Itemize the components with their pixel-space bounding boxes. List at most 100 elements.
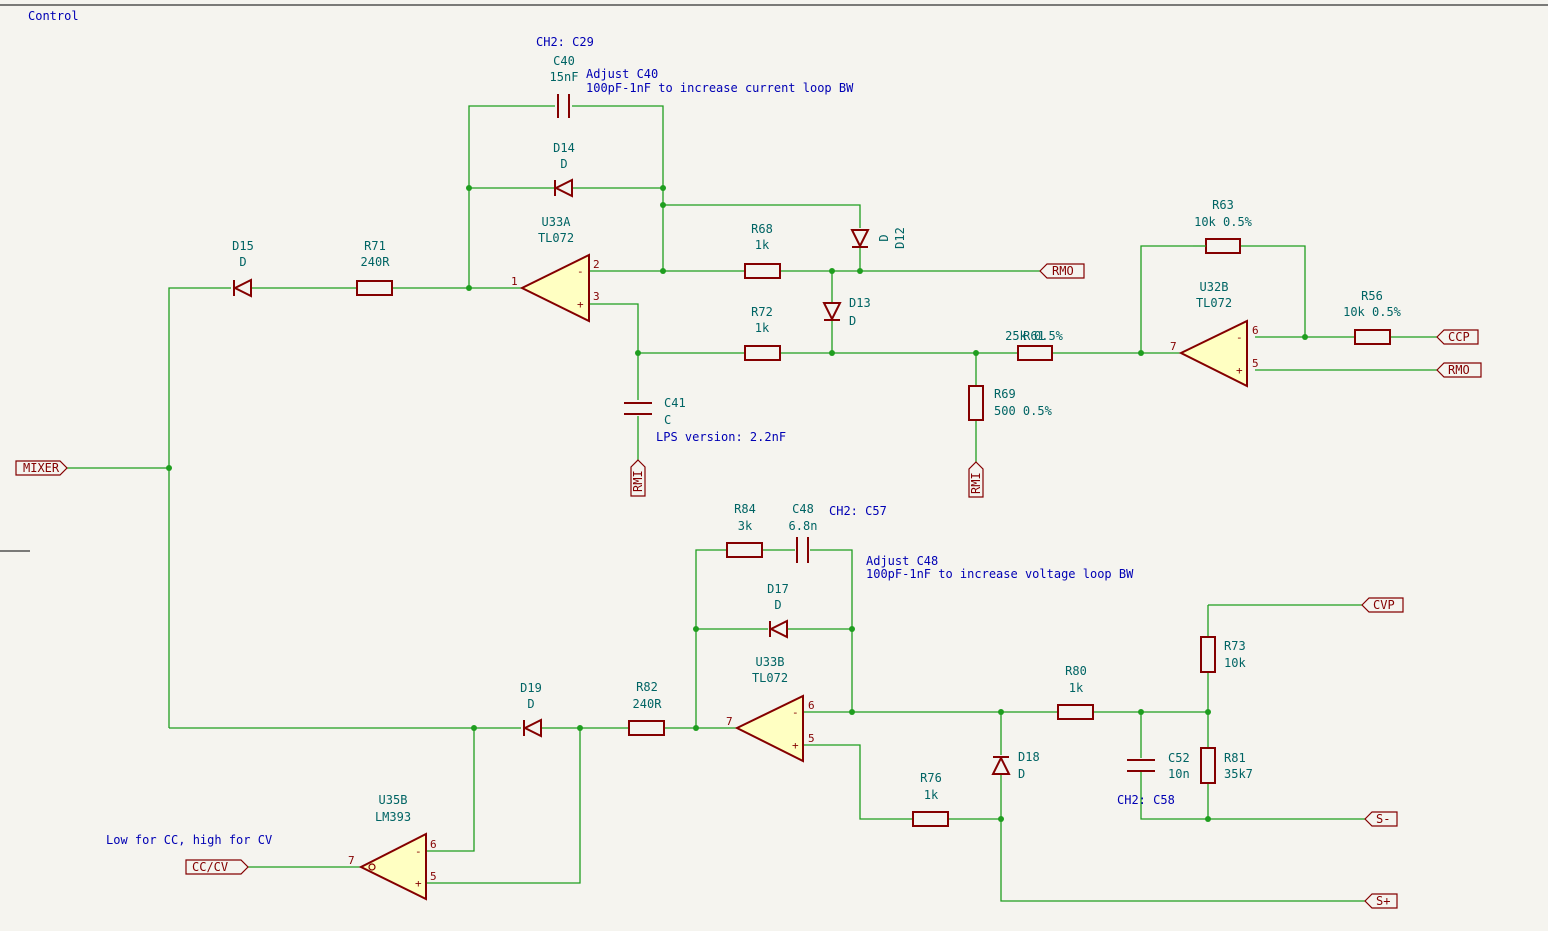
- c48-value: 6.8n: [789, 519, 818, 533]
- label-cvp-text: CVP: [1373, 598, 1395, 612]
- d13-value: D: [849, 314, 856, 328]
- note-adjust-c48: Adjust C48: [866, 554, 938, 568]
- resistor-r71[interactable]: [356, 280, 393, 296]
- diode-d15[interactable]: [232, 278, 252, 298]
- r76-ref: R76: [920, 771, 942, 785]
- c52-value: 10n: [1168, 767, 1190, 781]
- r80-ref: R80: [1065, 664, 1087, 678]
- label-cc-cv[interactable]: CC/CV: [185, 859, 249, 875]
- c52-ref: C52: [1168, 751, 1190, 765]
- capacitor-c48[interactable]: [796, 537, 809, 563]
- label-s-plus-text: S+: [1376, 894, 1390, 908]
- u32b-value: TL072: [1196, 296, 1232, 310]
- opamp-u33a[interactable]: [519, 253, 590, 323]
- resistor-r80[interactable]: [1057, 704, 1094, 720]
- r84-value: 3k: [738, 519, 753, 533]
- note-ch2-c29: CH2: C29: [536, 35, 594, 49]
- r56-value: 10k 0.5%: [1343, 305, 1402, 319]
- resistor-r69[interactable]: [968, 385, 984, 421]
- r61-value: 25k 0.5%: [1005, 329, 1064, 343]
- opamp-u33b[interactable]: [734, 694, 804, 763]
- label-ccp[interactable]: CCP: [1436, 329, 1479, 345]
- r72-ref: R72: [751, 305, 773, 319]
- d13-ref: D13: [849, 296, 871, 310]
- label-mixer-text: MIXER: [23, 461, 60, 475]
- r72-value: 1k: [755, 321, 770, 335]
- resistor-r84[interactable]: [726, 542, 763, 558]
- label-s-minus-text: S-: [1376, 812, 1390, 826]
- label-rmi-left[interactable]: RMI: [630, 459, 646, 497]
- note-lps-version: LPS version: 2.2nF: [656, 430, 786, 444]
- resistor-r68[interactable]: [744, 263, 781, 279]
- opamp-u32b[interactable]: [1178, 319, 1248, 388]
- label-cc-cv-text: CC/CV: [192, 860, 228, 874]
- label-s-plus[interactable]: S+: [1364, 893, 1398, 909]
- resistor-r72[interactable]: [744, 345, 781, 361]
- u33a-minus: -: [577, 265, 584, 278]
- note-ch2-c58: CH2: C58: [1117, 793, 1175, 807]
- label-rmi-right[interactable]: RMI: [968, 461, 984, 498]
- u35b-value: LM393: [375, 810, 411, 824]
- r76-value: 1k: [924, 788, 939, 802]
- label-rmo-top[interactable]: RMO: [1039, 263, 1085, 279]
- r81-value: 35k7: [1224, 767, 1253, 781]
- u33b-pin6: 6: [808, 699, 815, 712]
- capacitor-c52[interactable]: [1127, 759, 1155, 772]
- c48-ref: C48: [792, 502, 814, 516]
- d18-ref: D18: [1018, 750, 1040, 764]
- r61-ref: R61: [1023, 329, 1045, 343]
- note-cc-cv: Low for CC, high for CV: [106, 833, 272, 847]
- label-ccp-text: CCP: [1448, 330, 1470, 344]
- capacitor-c41[interactable]: [624, 402, 652, 415]
- r71-value: 240R: [361, 255, 391, 269]
- u32b-minus: -: [1236, 331, 1243, 344]
- d19-value: D: [527, 697, 534, 711]
- u33a-pin1: 1: [511, 275, 518, 288]
- u33b-minus: -: [792, 706, 799, 719]
- diode-d18[interactable]: [991, 755, 1011, 775]
- diode-d17[interactable]: [768, 619, 788, 639]
- c40-ref: C40: [553, 54, 575, 68]
- diode-d14[interactable]: [553, 178, 573, 198]
- capacitor-c40[interactable]: [557, 94, 570, 118]
- r68-ref: R68: [751, 222, 773, 236]
- wires: [67, 105, 1437, 902]
- label-rmi-left-text: RMI: [631, 470, 645, 492]
- u35b-plus: +: [415, 877, 422, 890]
- resistor-r82[interactable]: [628, 720, 665, 736]
- d15-ref: D15: [232, 239, 254, 253]
- r56-ref: R56: [1361, 289, 1383, 303]
- d18-value: D: [1018, 767, 1025, 781]
- comparator-u35b[interactable]: [358, 832, 427, 901]
- r63-ref: R63: [1212, 198, 1234, 212]
- r71-ref: R71: [364, 239, 386, 253]
- resistor-r63[interactable]: [1205, 238, 1241, 254]
- label-cvp[interactable]: CVP: [1361, 597, 1404, 613]
- diode-d13[interactable]: [822, 302, 842, 322]
- resistor-r81[interactable]: [1200, 747, 1216, 784]
- label-rmi-right-text: RMI: [969, 472, 983, 494]
- u32b-pin7: 7: [1170, 340, 1177, 353]
- u35b-pin7: 7: [348, 854, 355, 867]
- label-s-minus[interactable]: S-: [1364, 811, 1398, 827]
- resistor-r76[interactable]: [912, 811, 949, 827]
- c41-value: C: [664, 413, 671, 427]
- resistor-r73[interactable]: [1200, 636, 1216, 673]
- d17-ref: D17: [767, 582, 789, 596]
- r80-value: 1k: [1069, 681, 1084, 695]
- d17-value: D: [774, 598, 781, 612]
- diode-d12[interactable]: [850, 229, 870, 249]
- u32b-pin6: 6: [1252, 324, 1259, 337]
- r68-value: 1k: [755, 238, 770, 252]
- label-mixer[interactable]: MIXER: [15, 460, 68, 476]
- diode-d19[interactable]: [522, 718, 542, 738]
- d12-value: D: [877, 234, 891, 241]
- label-rmo-right[interactable]: RMO: [1436, 362, 1482, 378]
- r73-value: 10k: [1224, 656, 1246, 670]
- c41-ref: C41: [664, 396, 686, 410]
- resistor-r61[interactable]: [1017, 345, 1053, 361]
- r84-ref: R84: [734, 502, 756, 516]
- d15-value: D: [239, 255, 246, 269]
- resistor-r56[interactable]: [1354, 329, 1391, 345]
